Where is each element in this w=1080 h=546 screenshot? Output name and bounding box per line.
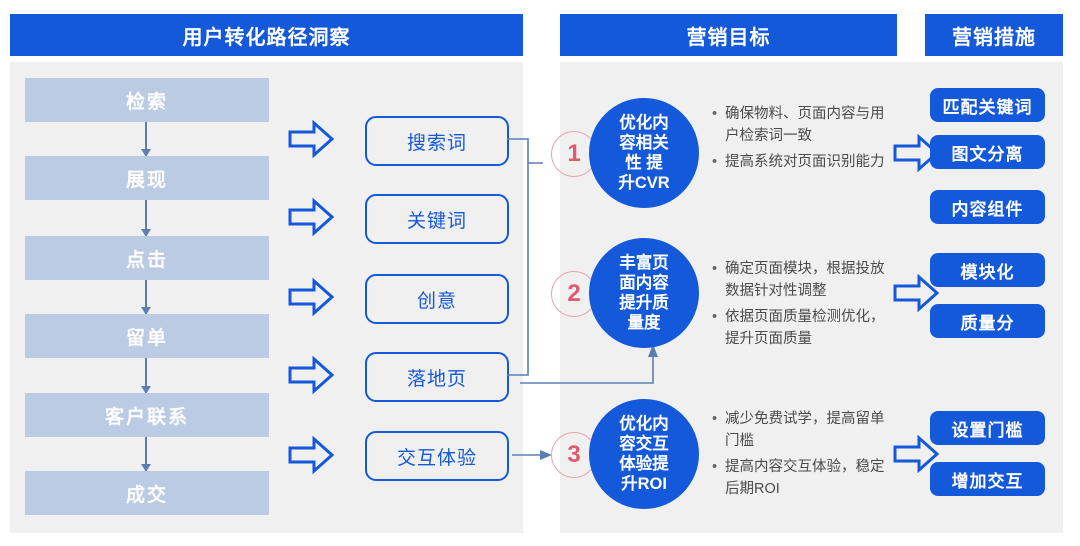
bullet-item: • 确定页面模块，根据投放数据针对性调整 bbox=[712, 258, 887, 303]
goal-1-line-3: 性 提 bbox=[625, 154, 663, 172]
funnel-stage-6[interactable]: 成交 bbox=[25, 471, 269, 515]
bullet-text: 提高系统对页面识别能力 bbox=[725, 153, 885, 170]
goal-1-line-4: 升CVR bbox=[618, 174, 670, 193]
goal-3-bullets: • 减少免费试学，提高留单门槛 • 提高内容交互体验，稳定后期ROI bbox=[712, 408, 887, 504]
tag-creative[interactable]: 创意 bbox=[365, 274, 509, 324]
bullet-dot-icon: • bbox=[712, 411, 718, 427]
bullet-item: • 提高系统对页面识别能力 bbox=[712, 151, 887, 173]
bullet-item: • 提高内容交互体验，稳定后期ROI bbox=[712, 456, 887, 501]
goal-2-line-4: 量度 bbox=[627, 314, 661, 333]
funnel-stage-5[interactable]: 客户联系 bbox=[25, 393, 269, 437]
bullet-dot-icon: • bbox=[712, 261, 718, 277]
bullet-item: • 减少免费试学，提高留单门槛 bbox=[712, 408, 887, 453]
funnel-stage-2[interactable]: 展现 bbox=[25, 156, 269, 200]
measure-pill-match-keyword[interactable]: 匹配关键词 bbox=[930, 88, 1045, 122]
down-arrow-icon bbox=[141, 122, 151, 157]
goal-circle-3[interactable]: 优化内 容交互 体验提 升ROI bbox=[589, 399, 699, 509]
measure-pill-modularization[interactable]: 模块化 bbox=[930, 253, 1045, 287]
goal-1-bullets: • 确保物料、页面内容与用户检索词一致 • 提高系统对页面识别能力 bbox=[712, 103, 887, 176]
goal-2-bullets: • 确定页面模块，根据投放数据针对性调整 • 依据页面质量检测优化，提升页面质量 bbox=[712, 258, 887, 354]
goal-3-line-4: 升ROI bbox=[621, 475, 667, 494]
measure-pill-add-interaction[interactable]: 增加交互 bbox=[930, 462, 1045, 496]
right-block-arrow-icon bbox=[893, 133, 940, 173]
goal-1-line-2: 容相关 bbox=[619, 133, 669, 152]
goal-2-line-2: 面内容 bbox=[619, 273, 669, 292]
bullet-item: • 依据页面质量检测优化，提升页面质量 bbox=[712, 306, 887, 351]
right-block-arrow-icon bbox=[288, 197, 335, 237]
right-block-arrow-icon bbox=[288, 277, 335, 317]
down-arrow-icon bbox=[141, 280, 151, 315]
tag-interaction-experience[interactable]: 交互体验 bbox=[365, 431, 509, 481]
funnel-stage-4[interactable]: 留单 bbox=[25, 314, 269, 358]
right-block-arrow-icon bbox=[893, 434, 940, 474]
header-marketing-measure: 营销措施 bbox=[925, 14, 1063, 56]
header-marketing-goal: 营销目标 bbox=[560, 14, 897, 56]
goal-circle-2[interactable]: 丰富页 面内容 提升质 量度 bbox=[589, 238, 699, 348]
funnel-stage-1[interactable]: 检索 bbox=[25, 78, 269, 122]
bullet-dot-icon: • bbox=[712, 153, 718, 170]
measure-pill-content-component[interactable]: 内容组件 bbox=[930, 190, 1045, 224]
down-arrow-icon bbox=[141, 200, 151, 237]
bullet-dot-icon: • bbox=[712, 458, 718, 475]
measure-pill-image-text-split[interactable]: 图文分离 bbox=[930, 135, 1045, 169]
bullet-text: 提高内容交互体验，稳定后期ROI bbox=[725, 458, 885, 498]
bullet-text: 减少免费试学，提高留单门槛 bbox=[725, 411, 885, 450]
goal-1-line-1: 优化内 bbox=[619, 113, 669, 132]
bullet-item: • 确保物料、页面内容与用户检索词一致 bbox=[712, 103, 887, 148]
tag-search-term[interactable]: 搜索词 bbox=[365, 116, 509, 166]
goal-3-line-1: 优化内 bbox=[619, 414, 669, 433]
goal-circle-1[interactable]: 优化内 容相关 性 提 升CVR bbox=[589, 98, 699, 208]
measure-pill-quality-score[interactable]: 质量分 bbox=[930, 304, 1045, 338]
bullet-dot-icon: • bbox=[712, 308, 718, 325]
goal-3-line-3: 体验提 bbox=[619, 455, 669, 473]
goal-2-line-1: 丰富页 bbox=[619, 253, 669, 272]
right-block-arrow-icon bbox=[288, 435, 335, 475]
goal-3-line-2: 容交互 bbox=[619, 434, 669, 453]
tag-landing-page[interactable]: 落地页 bbox=[365, 352, 509, 402]
bullet-text: 依据页面质量检测优化，提升页面质量 bbox=[725, 308, 885, 348]
bullet-text: 确定页面模块，根据投放数据针对性调整 bbox=[725, 261, 885, 300]
right-block-arrow-icon bbox=[893, 273, 940, 313]
funnel-stage-3[interactable]: 点击 bbox=[25, 236, 269, 280]
down-arrow-icon bbox=[141, 437, 151, 472]
header-funnel: 用户转化路径洞察 bbox=[10, 14, 523, 56]
goal-2-line-3: 提升质 bbox=[619, 294, 669, 312]
bullet-text: 确保物料、页面内容与用户检索词一致 bbox=[725, 106, 885, 145]
right-block-arrow-icon bbox=[288, 119, 335, 159]
down-arrow-icon bbox=[141, 358, 151, 394]
right-block-arrow-icon bbox=[288, 355, 335, 395]
tag-keyword[interactable]: 关键词 bbox=[365, 194, 509, 244]
measure-pill-set-threshold[interactable]: 设置门槛 bbox=[930, 411, 1045, 445]
bullet-dot-icon: • bbox=[712, 106, 718, 122]
